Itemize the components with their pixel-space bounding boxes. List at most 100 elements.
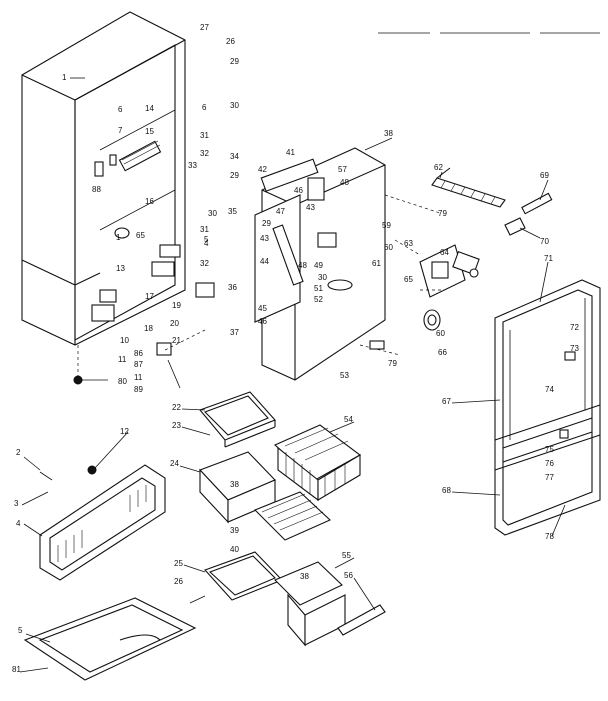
callout-64: 64 — [440, 248, 449, 257]
callout-49: 49 — [314, 261, 323, 270]
callout-27: 27 — [200, 23, 209, 32]
callout-20: 20 — [170, 319, 179, 328]
callout-29c: 29 — [262, 219, 271, 228]
coil-62 — [431, 167, 506, 208]
callout-45: 45 — [258, 304, 267, 313]
callout-38c: 38 — [300, 572, 309, 581]
callout-16: 16 — [145, 197, 154, 206]
callout-34: 34 — [230, 152, 239, 161]
callout-88: 88 — [92, 185, 101, 194]
callout-5: 5 — [18, 626, 23, 635]
callout-30: 30 — [230, 101, 239, 110]
callout-10: 10 — [120, 336, 129, 345]
callout-14: 14 — [145, 104, 154, 113]
callout-79b: 79 — [388, 359, 397, 368]
callout-30c: 30 — [318, 273, 327, 282]
callout-26: 26 — [226, 37, 235, 46]
callout-78: 78 — [545, 532, 554, 541]
pan-55 — [274, 561, 346, 647]
callout-52: 52 — [314, 295, 323, 304]
callout-81: 81 — [12, 665, 21, 674]
callout-30b: 30 — [208, 209, 217, 218]
callout-79: 79 — [438, 209, 447, 218]
callout-51: 51 — [314, 284, 323, 293]
callout-74: 74 — [545, 385, 554, 394]
callout-56: 56 — [344, 571, 353, 580]
callout-68: 68 — [442, 486, 451, 495]
callout-24: 24 — [170, 459, 179, 468]
callout-41: 41 — [286, 148, 295, 157]
callout-46: 46 — [294, 186, 303, 195]
callout-4: 4 — [16, 519, 21, 528]
callout-53: 53 — [340, 371, 349, 380]
callout-6b: 6 — [202, 103, 207, 112]
callout-21: 21 — [172, 336, 181, 345]
callout-29: 29 — [230, 57, 239, 66]
callout-13: 13 — [116, 264, 125, 273]
callout-11b: 11 — [134, 373, 143, 382]
basket-54 — [273, 424, 362, 502]
refrigerator-cabinet — [21, 11, 215, 389]
callout-1: 1 — [62, 73, 67, 82]
callout-40: 40 — [230, 545, 239, 554]
callout-11: 11 — [118, 355, 127, 364]
callout-57: 57 — [338, 165, 347, 174]
shelf-40 — [254, 491, 331, 541]
pan-24 — [199, 451, 276, 524]
callout-26b: 26 — [174, 577, 183, 586]
callout-62: 62 — [434, 163, 443, 172]
drain-pan-5 — [19, 597, 197, 681]
callout-47: 47 — [276, 207, 285, 216]
freezer-liner — [254, 147, 441, 381]
callout-18: 18 — [144, 324, 153, 333]
callout-31: 31 — [200, 131, 209, 140]
callout-5b: 5 — [204, 235, 209, 244]
rail-56 — [337, 604, 386, 636]
callout-25: 25 — [174, 559, 183, 568]
callout-76: 76 — [545, 459, 554, 468]
door-panel — [494, 279, 601, 536]
callout-69: 69 — [540, 171, 549, 180]
callout-59: 59 — [382, 221, 391, 230]
callout-38b: 38 — [230, 480, 239, 489]
callout-48b: 48 — [298, 261, 307, 270]
callout-38: 38 — [384, 129, 393, 138]
callout-67: 67 — [442, 397, 451, 406]
callout-87: 87 — [134, 360, 143, 369]
handle-69 — [504, 192, 553, 239]
callout-4b: 4 — [204, 239, 209, 248]
callout-42: 42 — [258, 165, 267, 174]
callout-61: 61 — [372, 259, 381, 268]
leader-lines — [21, 77, 566, 643]
grille-4 — [39, 464, 166, 581]
callout-75: 75 — [545, 445, 554, 454]
control-parts — [394, 239, 480, 331]
callout-19: 19 — [172, 301, 181, 310]
callout-65: 65 — [404, 275, 413, 284]
callout-66: 66 — [438, 348, 447, 357]
callout-labels: 1 2 3 4 5 6 6 7 10 11 11 12 13 14 15 16 … — [12, 23, 579, 674]
callout-89: 89 — [134, 385, 143, 394]
callout-43b: 43 — [306, 203, 315, 212]
callout-32: 32 — [200, 149, 209, 158]
callout-6: 6 — [118, 105, 123, 114]
callout-29b: 29 — [230, 171, 239, 180]
callout-60b: 60 — [436, 329, 445, 338]
callout-37: 37 — [230, 328, 239, 337]
callout-39: 39 — [230, 526, 239, 535]
callout-46b: 46 — [258, 317, 267, 326]
callout-2: 2 — [16, 448, 21, 457]
callout-12: 12 — [120, 427, 129, 436]
callout-1b: 1 — [116, 233, 121, 242]
callout-36: 36 — [228, 283, 237, 292]
callout-54: 54 — [344, 415, 353, 424]
callout-63: 63 — [404, 239, 413, 248]
callout-31b: 31 — [200, 225, 209, 234]
callout-17: 17 — [145, 292, 154, 301]
callout-3: 3 — [14, 499, 19, 508]
callout-80: 80 — [118, 377, 127, 386]
callout-35: 35 — [228, 207, 237, 216]
callout-48: 48 — [340, 178, 349, 187]
callout-73: 73 — [570, 344, 579, 353]
callout-55: 55 — [342, 551, 351, 560]
